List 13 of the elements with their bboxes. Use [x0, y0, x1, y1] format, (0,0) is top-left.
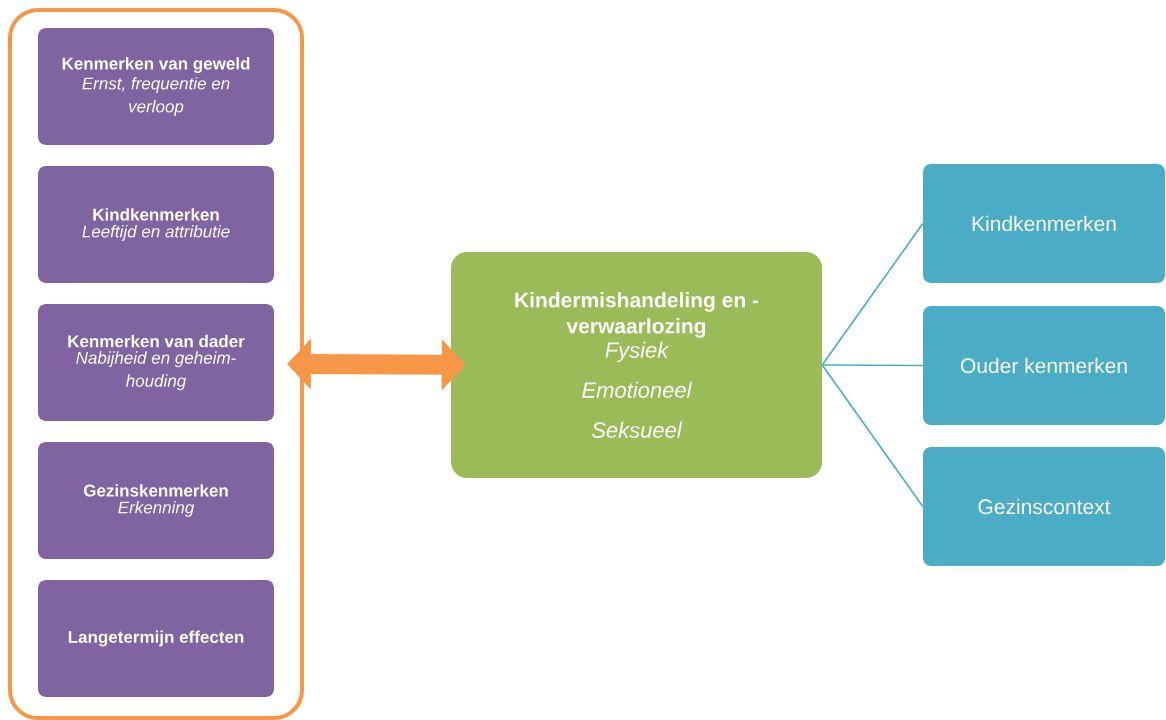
group-frame	[8, 8, 304, 720]
connector-line	[821, 364, 924, 367]
factor-box: Kenmerken van geweld Ernst, frequentie en verloop	[38, 28, 274, 145]
factor-box: Gezinskenmerken Erkenning	[38, 442, 274, 559]
outcome-box: Gezinscontext	[923, 447, 1165, 566]
factor-box: Kenmerken van dader Nabijheid en geheim- houding	[38, 304, 274, 421]
connector-line	[821, 222, 924, 366]
connector-line	[821, 364, 924, 508]
outcome-box: Ouder kenmerken	[923, 306, 1165, 425]
factor-box: Kindkenmerken Leeftijd en attributie	[38, 166, 274, 283]
central-box: Kindermishandeling en - verwaarlozing Fysiek Emotioneel Seksueel	[451, 252, 822, 478]
factor-box: Langetermijn effecten	[38, 580, 274, 697]
outcome-box: Kindkenmerken	[923, 164, 1165, 283]
